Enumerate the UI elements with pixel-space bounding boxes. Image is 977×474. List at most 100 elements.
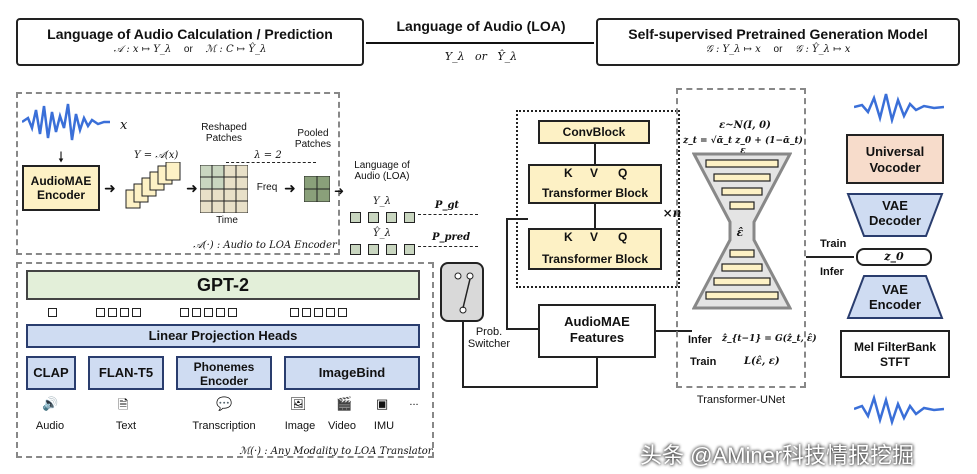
dashed-connector (226, 162, 316, 163)
reshaped-patches-label: Reshaped Patches (201, 122, 247, 144)
modality-image: Image (284, 420, 316, 432)
vae-encoder-shape (846, 275, 944, 319)
loa-pred-token (368, 244, 379, 255)
gpt2-label: GPT-2 (196, 275, 249, 295)
audiomae-features-box: AudioMAE Features (538, 304, 656, 358)
x-label: x (120, 118, 128, 133)
audiomae-encoder-box: AudioMAE Encoder (22, 165, 100, 211)
mel-filterbank-stft-box: Mel FilterBank STFT (840, 330, 950, 378)
transformer-block-2-label: Transformer Block (541, 252, 649, 266)
infer-equation: ẑ_{t−1} = G(ẑ_t, ε̂) (722, 334, 817, 344)
embedding-token (326, 308, 335, 317)
modality-more: ... (409, 396, 419, 408)
gt-dashed-line (418, 214, 478, 215)
prob-switcher-box (440, 262, 484, 322)
loa-token (386, 212, 397, 223)
p-gt-label: P_gt (434, 200, 460, 211)
transformer-unet-panel (676, 88, 806, 388)
formula-g2: 𝒢 : Ŷ_λ ↦ x (795, 44, 851, 55)
document-icon: 🗎 (118, 397, 129, 412)
embedding-token (108, 308, 117, 317)
right-arrow-icon: ➜ (334, 184, 345, 198)
connector-line (462, 322, 464, 388)
loa-token (368, 212, 379, 223)
train-label: Train (690, 356, 717, 368)
loa-label: Language of Audio (LOA) (354, 160, 410, 182)
phonemes-encoder-label: Phonemes Encoder (193, 360, 255, 388)
v-label: V (590, 230, 599, 244)
chip-icon: ▣ (376, 396, 389, 411)
waveform-output-icon (854, 93, 944, 124)
transformer-unet-caption: Transformer-UNet (696, 394, 786, 406)
loa-pred-token (350, 244, 361, 255)
switch-icon (454, 272, 474, 314)
any-modality-translator-panel (16, 262, 434, 458)
infer-label: Infer (688, 334, 712, 346)
time-label: Time (216, 215, 238, 226)
right-arrow-icon: ➜ (186, 180, 198, 196)
loa-calculation-title: Language of Audio Calculation / Predicti… (47, 26, 333, 42)
loa-middle-title: Language of Audio (LOA) (396, 18, 566, 34)
loa-arrow-line (366, 42, 594, 44)
prob-switcher-label: Prob. Switcher (467, 326, 511, 350)
pred-dashed-line (418, 246, 478, 247)
train-arrow-label: Train (820, 238, 847, 250)
embedding-token (338, 308, 347, 317)
embedding-token (120, 308, 129, 317)
or-text: or (773, 44, 783, 55)
gpt2-box: GPT-2 (26, 270, 420, 300)
transformer-block-1: Transformer Block (528, 164, 662, 204)
pooled-patches-grid (304, 176, 330, 202)
connector-line (462, 386, 598, 388)
imagebind-box: ImageBind (284, 356, 420, 390)
modality-audio: Audio (35, 420, 65, 432)
embedding-token (290, 308, 299, 317)
formula-g1: 𝒢 : Y_λ ↦ x (705, 44, 761, 55)
embedding-token (216, 308, 225, 317)
patch-stack-icon (125, 162, 181, 209)
embedding-token (192, 308, 201, 317)
p-pred-label: P_pred (432, 232, 471, 243)
universal-vocoder-box: Universal Vocoder (846, 134, 944, 184)
linear-projection-heads-box: Linear Projection Heads (26, 324, 420, 348)
loa-middle-formula: Y_λ or Ŷ_λ (444, 50, 518, 63)
transformer-block-1-label: Transformer Block (541, 186, 649, 200)
modality-video: Video (328, 420, 356, 432)
connector-line (506, 218, 508, 330)
linear-projection-heads-label: Linear Projection Heads (148, 328, 298, 343)
y-equals-label: Y = 𝒜(x) (134, 150, 179, 161)
embedding-token (180, 308, 189, 317)
modality-text: Text (115, 420, 137, 432)
connector-line (806, 256, 854, 258)
loa-calculation-box: Language of Audio Calculation / Predicti… (16, 18, 364, 66)
epsilon-hat: ε̂ (736, 226, 744, 239)
generation-model-box: Self-supervised Pretrained Generation Mo… (596, 18, 960, 66)
modality-transcription: Transcription (192, 420, 256, 432)
speech-bubble-icon: 💬 (216, 396, 233, 411)
audiomae-encoder-label: AudioMAE Encoder (30, 174, 92, 202)
video-icon: 🎬 (336, 396, 353, 411)
q-label: Q (618, 230, 628, 244)
k-label: K (564, 166, 573, 180)
image-icon: 🖼 (290, 396, 307, 411)
formula-m: ℳ : C ↦ Ŷ_λ (205, 44, 267, 55)
clap-label: CLAP (33, 365, 69, 380)
infer-arrow-label: Infer (820, 266, 844, 278)
embedding-token (96, 308, 105, 317)
loa-pred-token (386, 244, 397, 255)
pooled-patches-label: Pooled Patches (294, 128, 332, 150)
right-arrow-icon: ➜ (284, 180, 296, 196)
audio-to-loa-encoder-panel (16, 92, 340, 255)
embedding-token (314, 308, 323, 317)
connector-line (594, 204, 596, 228)
embedding-token (204, 308, 213, 317)
speaker-icon: 🔊 (42, 396, 59, 411)
audiomae-features-label: AudioMAE Features (564, 314, 630, 345)
watermark-text: 头条 @AMiner科技情报挖掘 (640, 443, 915, 468)
clap-box: CLAP (26, 356, 76, 390)
mel-filterbank-stft-label: Mel FilterBank STFT (853, 340, 937, 369)
z0-box: z_0 (856, 248, 932, 266)
loa-calculation-formula: 𝒜 : x ↦ Y_λ or ℳ : C ↦ Ŷ_λ (18, 44, 362, 55)
formula-a: 𝒜 : x ↦ Y_λ (113, 44, 172, 55)
flan-t5-box: FLAN-T5 (88, 356, 164, 390)
